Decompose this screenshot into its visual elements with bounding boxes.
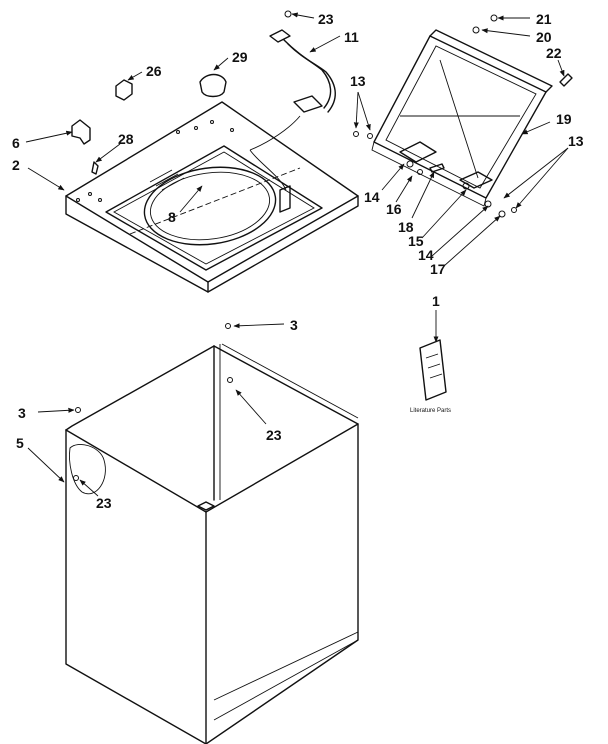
top-panel — [65, 101, 359, 293]
callout-19: 19 — [556, 111, 572, 127]
callout-28: 28 — [118, 131, 134, 147]
callout-numbers: 23 11 21 20 22 26 29 13 19 13 6 28 2 14 … — [12, 11, 584, 511]
callout-15: 15 — [408, 233, 424, 249]
wire-harness — [249, 29, 336, 191]
callout-26: 26 — [146, 63, 162, 79]
callout-6: 6 — [12, 135, 20, 151]
callout-22: 22 — [546, 45, 562, 61]
lid — [371, 29, 553, 207]
callout-23-middle: 23 — [266, 427, 282, 443]
callout-11: 11 — [344, 29, 359, 45]
callout-14-lower: 14 — [418, 247, 434, 263]
callout-leaders — [25, 12, 569, 497]
callout-17: 17 — [430, 261, 446, 277]
clip-part — [115, 79, 133, 101]
callout-20: 20 — [536, 29, 552, 45]
callout-3-upper: 3 — [290, 317, 298, 333]
callout-18: 18 — [398, 219, 414, 235]
callout-13-left: 13 — [350, 73, 366, 89]
hinge-part — [71, 119, 91, 145]
callout-5: 5 — [16, 435, 24, 451]
callout-29: 29 — [232, 49, 248, 65]
callout-3-lower: 3 — [18, 405, 26, 421]
callout-23-top: 23 — [318, 11, 334, 27]
callout-23-bottom: 23 — [96, 495, 112, 511]
callout-8: 8 — [168, 209, 176, 225]
cabinet — [65, 323, 359, 744]
literature-caption: Literature Parts — [410, 408, 451, 414]
grommet-part — [199, 73, 227, 98]
callout-14-upper: 14 — [364, 189, 380, 205]
lid-hardware — [284, 10, 573, 218]
callout-16: 16 — [386, 201, 402, 217]
callout-13-right: 13 — [568, 133, 584, 149]
callout-1: 1 — [432, 293, 440, 309]
callout-2: 2 — [12, 157, 20, 173]
screw-part-28 — [91, 161, 99, 175]
literature-parts — [419, 339, 447, 401]
callout-21: 21 — [536, 11, 552, 27]
